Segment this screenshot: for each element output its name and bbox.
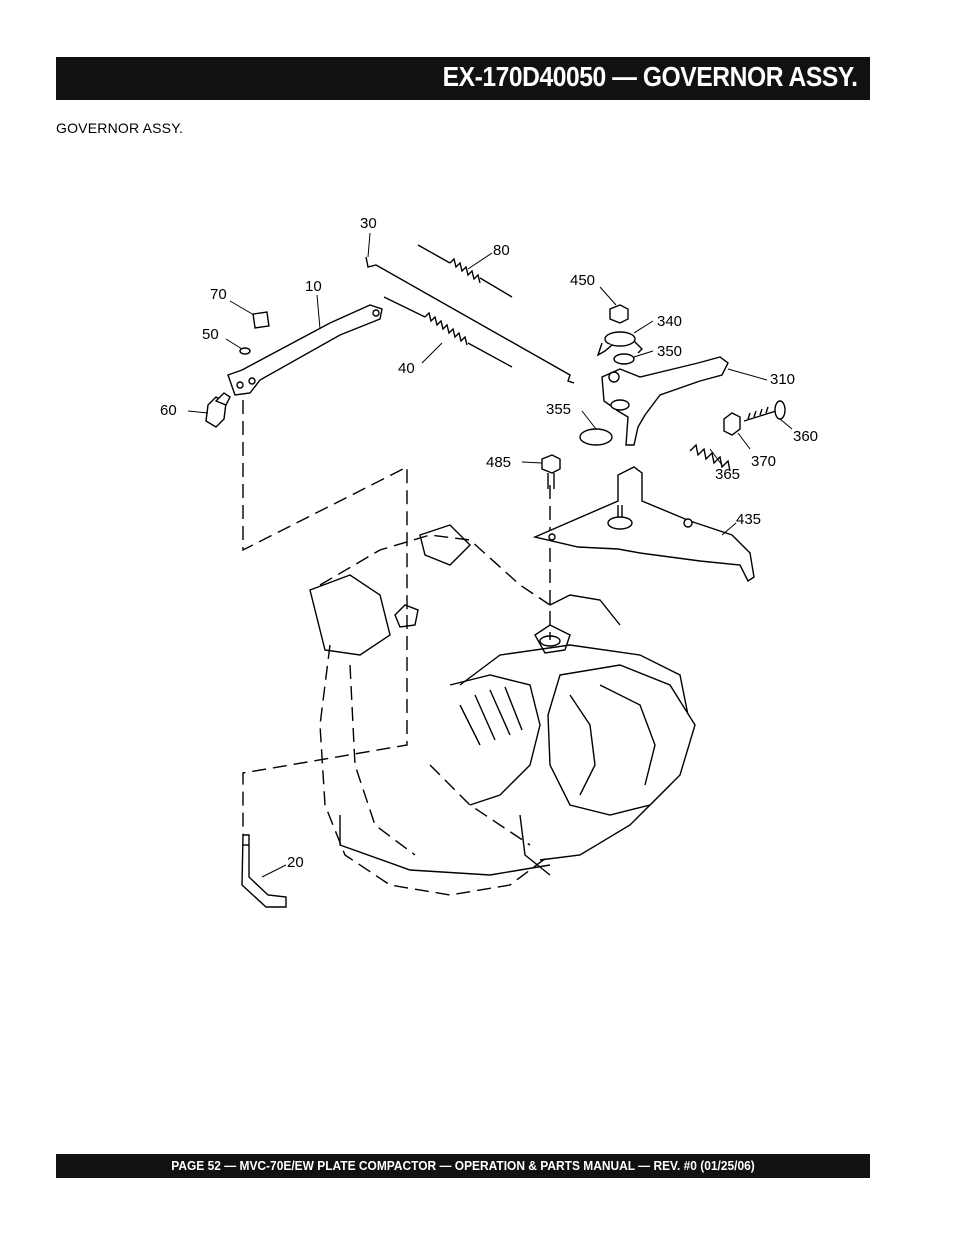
- title-bar: EX-170D40050 — GOVERNOR ASSY.: [56, 57, 870, 100]
- governor-assembly-diagram: 30 80 10 70 50 60 40 450 340 350 310 355…: [160, 215, 818, 908]
- callout-435: 435: [736, 511, 761, 528]
- footer-bar: PAGE 52 — MVC-70E/EW PLATE COMPACTOR — O…: [56, 1154, 870, 1178]
- callout-310: 310: [770, 371, 795, 388]
- section-subtitle: GOVERNOR ASSY.: [56, 120, 184, 136]
- assembly-line-lever: [242, 400, 408, 615]
- washer-part-350: [613, 353, 635, 365]
- throttle-lever-part-310: [601, 356, 729, 446]
- spring-part-80: [417, 244, 513, 298]
- washer-part-50: [239, 347, 251, 355]
- nut-part-450: [609, 304, 629, 324]
- callout-20: 20: [287, 854, 304, 871]
- governor-rod-part-30: [365, 256, 575, 384]
- governor-shaft-part-20: [241, 834, 287, 908]
- callout-450: 450: [570, 272, 595, 289]
- washer-part-355: [579, 428, 613, 446]
- callout-355: 355: [546, 401, 571, 418]
- callout-60: 60: [160, 402, 177, 419]
- callout-340: 340: [657, 313, 682, 330]
- callout-370: 370: [751, 453, 776, 470]
- screw-part-360: [743, 400, 786, 422]
- callout-30: 30: [360, 215, 377, 232]
- bolt-part-485: [541, 454, 561, 489]
- callout-485: 485: [486, 454, 511, 471]
- callout-10: 10: [305, 278, 322, 295]
- lever-part-340: [596, 331, 643, 357]
- governor-lever-part-10: [227, 304, 383, 396]
- engine-block: [309, 524, 696, 896]
- footer-text: PAGE 52 — MVC-70E/EW PLATE COMPACTOR — O…: [171, 1158, 755, 1173]
- callout-350: 350: [657, 343, 682, 360]
- spring-part-365: [689, 443, 731, 472]
- nut-part-70: [252, 311, 270, 329]
- callout-80: 80: [493, 242, 510, 259]
- callout-40: 40: [398, 360, 415, 377]
- page-title: EX-170D40050 — GOVERNOR ASSY.: [443, 61, 858, 92]
- spring-part-40: [383, 296, 513, 368]
- callout-360: 360: [793, 428, 818, 445]
- callout-70: 70: [210, 286, 227, 303]
- leader-lines: [187, 232, 793, 878]
- assembly-line-shaft: [242, 615, 408, 835]
- nut-part-370: [723, 412, 741, 436]
- bolt-part-60: [205, 392, 231, 428]
- bracket-part-435: [532, 466, 755, 583]
- callout-50: 50: [202, 326, 219, 343]
- callout-365: 365: [715, 466, 740, 483]
